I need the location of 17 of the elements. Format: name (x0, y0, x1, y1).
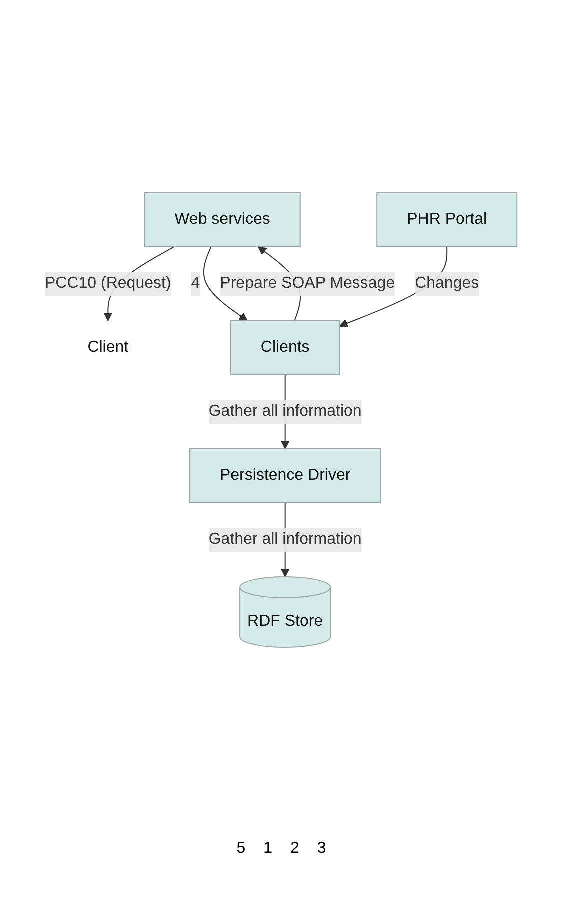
edge-label: Gather all information (209, 402, 362, 420)
edge-label: 4 (192, 274, 201, 292)
flowchart-diagram: PCC10 (Request) 4 Prepare SOAP Message Changes Gather all information Gather all information Client Web services Clients PHR Portal Persistence Driver RDF Store (37, 184, 526, 656)
node-box (377, 192, 518, 248)
step-number: 2 (290, 840, 300, 858)
node-box (230, 320, 341, 376)
step-number: 5 (236, 840, 246, 858)
edge-label: PCC10 (Request) (45, 274, 172, 292)
edge-label: Changes (416, 274, 480, 292)
step-number: 1 (264, 840, 272, 858)
node-text: Client (88, 338, 130, 356)
edge-label: Gather all information (209, 530, 362, 548)
edge-label: Prepare SOAP Message (220, 274, 396, 292)
node-box (190, 448, 382, 504)
node-box (144, 192, 302, 248)
step-number: 3 (317, 840, 326, 858)
arrow (204, 246, 248, 322)
